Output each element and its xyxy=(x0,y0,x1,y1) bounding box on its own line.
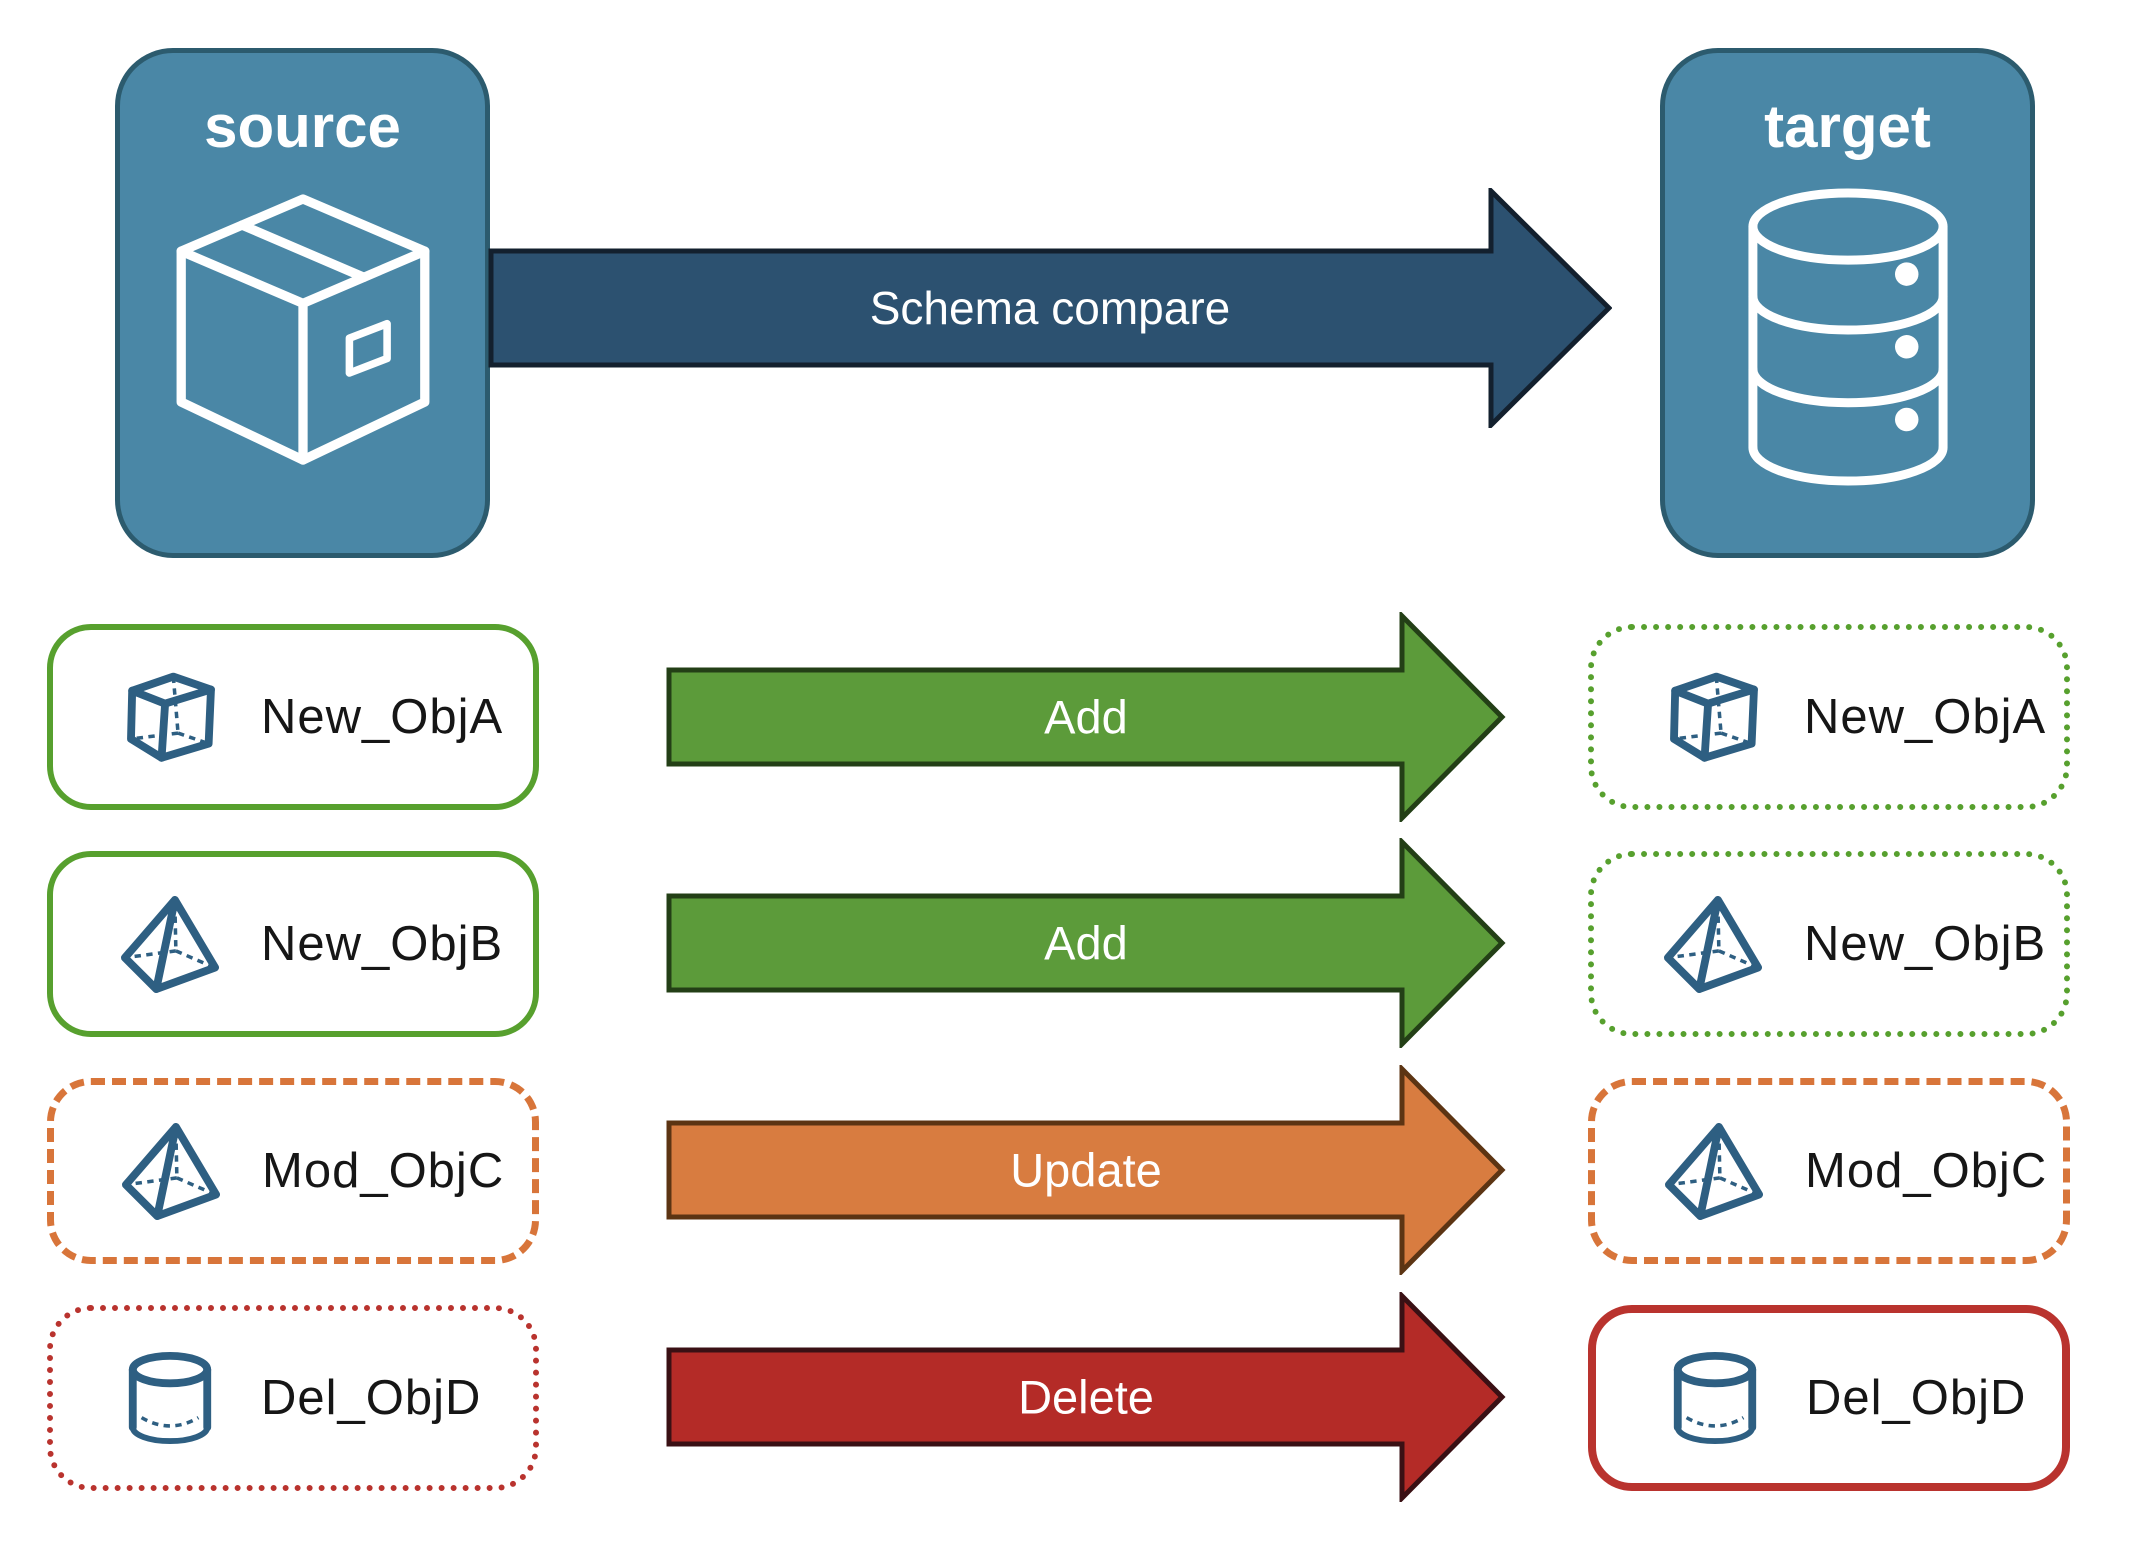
cube-icon xyxy=(1664,668,1762,766)
add-arrow: Add xyxy=(666,838,1506,1048)
source-object-card-new-objb: New_ObjB xyxy=(47,851,539,1037)
schema-compare-arrow: Schema compare xyxy=(488,188,1612,428)
delete-arrow: Delete xyxy=(666,1292,1506,1502)
object-label: New_ObjA xyxy=(1804,690,2047,744)
database-icon xyxy=(1703,179,1993,509)
pyramid-icon xyxy=(1665,1122,1763,1220)
object-label: Mod_ObjC xyxy=(1805,1144,2048,1198)
target-object-card-new-obja: New_ObjA xyxy=(1588,624,2070,810)
delete-arrow-shape xyxy=(666,1292,1506,1502)
object-label: Del_ObjD xyxy=(1806,1371,2027,1425)
target-object-card-new-objb: New_ObjB xyxy=(1588,851,2070,1037)
object-label: Mod_ObjC xyxy=(262,1144,505,1198)
source-panel-title: source xyxy=(204,93,401,160)
add-arrow-label: Add xyxy=(1044,917,1128,970)
add-arrow-shape xyxy=(666,838,1506,1048)
schema-compare-arrow-shape xyxy=(488,188,1612,428)
source-object-card-new-obja: New_ObjA xyxy=(47,624,539,810)
cylinder-icon xyxy=(121,1349,219,1447)
update-arrow-label: Update xyxy=(1010,1144,1162,1197)
add-arrow: Add xyxy=(666,612,1506,822)
target-object-card-del-objd: Del_ObjD xyxy=(1588,1305,2070,1491)
object-label: New_ObjB xyxy=(261,917,504,971)
add-arrow-label: Add xyxy=(1044,691,1128,744)
package-icon xyxy=(158,179,448,509)
object-label: Del_ObjD xyxy=(261,1371,482,1425)
schema-compare-label: Schema compare xyxy=(870,282,1231,334)
target-panel: target xyxy=(1660,48,2035,558)
source-object-card-mod-objc: Mod_ObjC xyxy=(47,1078,539,1264)
target-object-card-mod-objc: Mod_ObjC xyxy=(1588,1078,2070,1264)
object-label: New_ObjB xyxy=(1804,917,2047,971)
update-arrow: Update xyxy=(666,1065,1506,1275)
object-label: New_ObjA xyxy=(261,690,504,744)
add-arrow-shape xyxy=(666,612,1506,822)
source-panel: source xyxy=(115,48,490,558)
pyramid-icon xyxy=(1664,895,1762,993)
update-arrow-shape xyxy=(666,1065,1506,1275)
pyramid-icon xyxy=(121,895,219,993)
delete-arrow-label: Delete xyxy=(1018,1371,1154,1424)
cylinder-icon xyxy=(1666,1349,1764,1447)
source-object-card-del-objd: Del_ObjD xyxy=(47,1305,539,1491)
target-panel-title: target xyxy=(1764,93,1931,160)
pyramid-icon xyxy=(122,1122,220,1220)
cube-icon xyxy=(121,668,219,766)
